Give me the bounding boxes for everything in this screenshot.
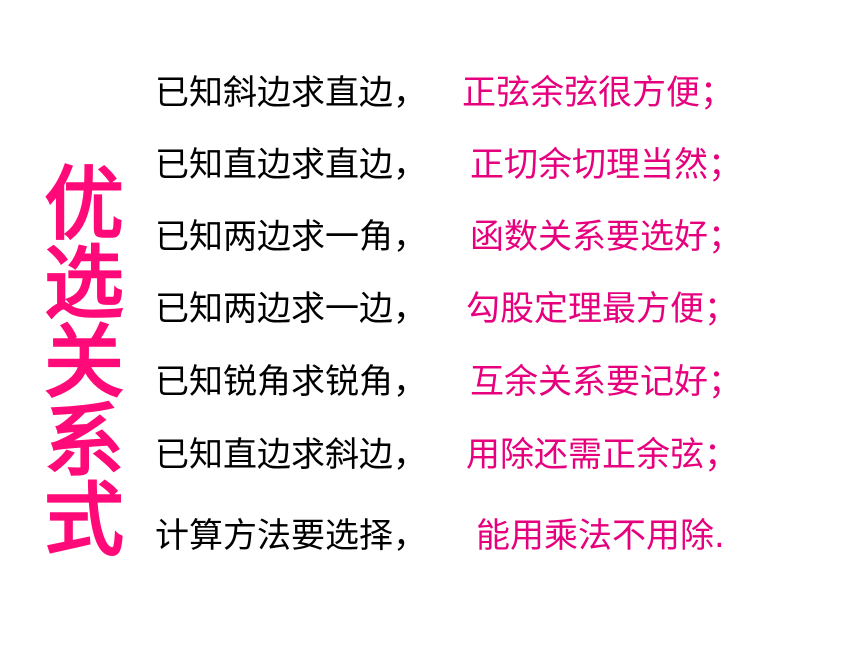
rhyme-method: 勾股定理最方便；: [466, 289, 738, 329]
rhyme-line: 已知两边求一角， 函数关系要选好；: [0, 212, 860, 262]
rhyme-line: 已知锐角求锐角， 互余关系要记好；: [0, 357, 860, 407]
rhyme-method: 函数关系要选好；: [470, 217, 742, 257]
rhyme-condition: 已知两边求一边，: [155, 289, 427, 329]
rhyme-condition: 已知锐角求锐角，: [155, 362, 427, 402]
title-char-1: 优: [44, 158, 124, 251]
vertical-title: 优 选 关 系 式: [40, 158, 128, 567]
rhyme-condition: 已知直边求斜边，: [155, 435, 427, 475]
rhyme-line: 已知斜边求直边， 正弦余弦很方便；: [0, 68, 860, 118]
rhyme-method: 用除还需正余弦；: [466, 435, 738, 475]
rhyme-method: 正弦余弦很方便；: [462, 73, 734, 113]
rhyme-method: 互余关系要记好；: [470, 362, 742, 402]
rhyme-condition: 已知斜边求直边，: [155, 73, 427, 113]
rhyme-condition: 已知两边求一角，: [155, 217, 427, 257]
rhyme-condition: 计算方法要选择，: [155, 516, 427, 556]
rhyme-line: 已知直边求斜边， 用除还需正余弦；: [0, 430, 860, 480]
rhyme-method: 正切余切理当然；: [470, 145, 742, 185]
title-char-3: 关: [44, 316, 124, 409]
rhyme-method: 能用乘法不用除.: [476, 516, 725, 556]
title-char-2: 选: [44, 237, 124, 330]
rhyme-line: 已知两边求一边， 勾股定理最方便；: [0, 284, 860, 334]
rhyme-line: 计算方法要选择， 能用乘法不用除.: [0, 511, 860, 561]
rhyme-line: 已知直边求直边， 正切余切理当然；: [0, 140, 860, 190]
title-char-4: 系: [44, 395, 124, 488]
title-char-5: 式: [44, 474, 124, 567]
rhyme-condition: 已知直边求直边，: [155, 145, 427, 185]
